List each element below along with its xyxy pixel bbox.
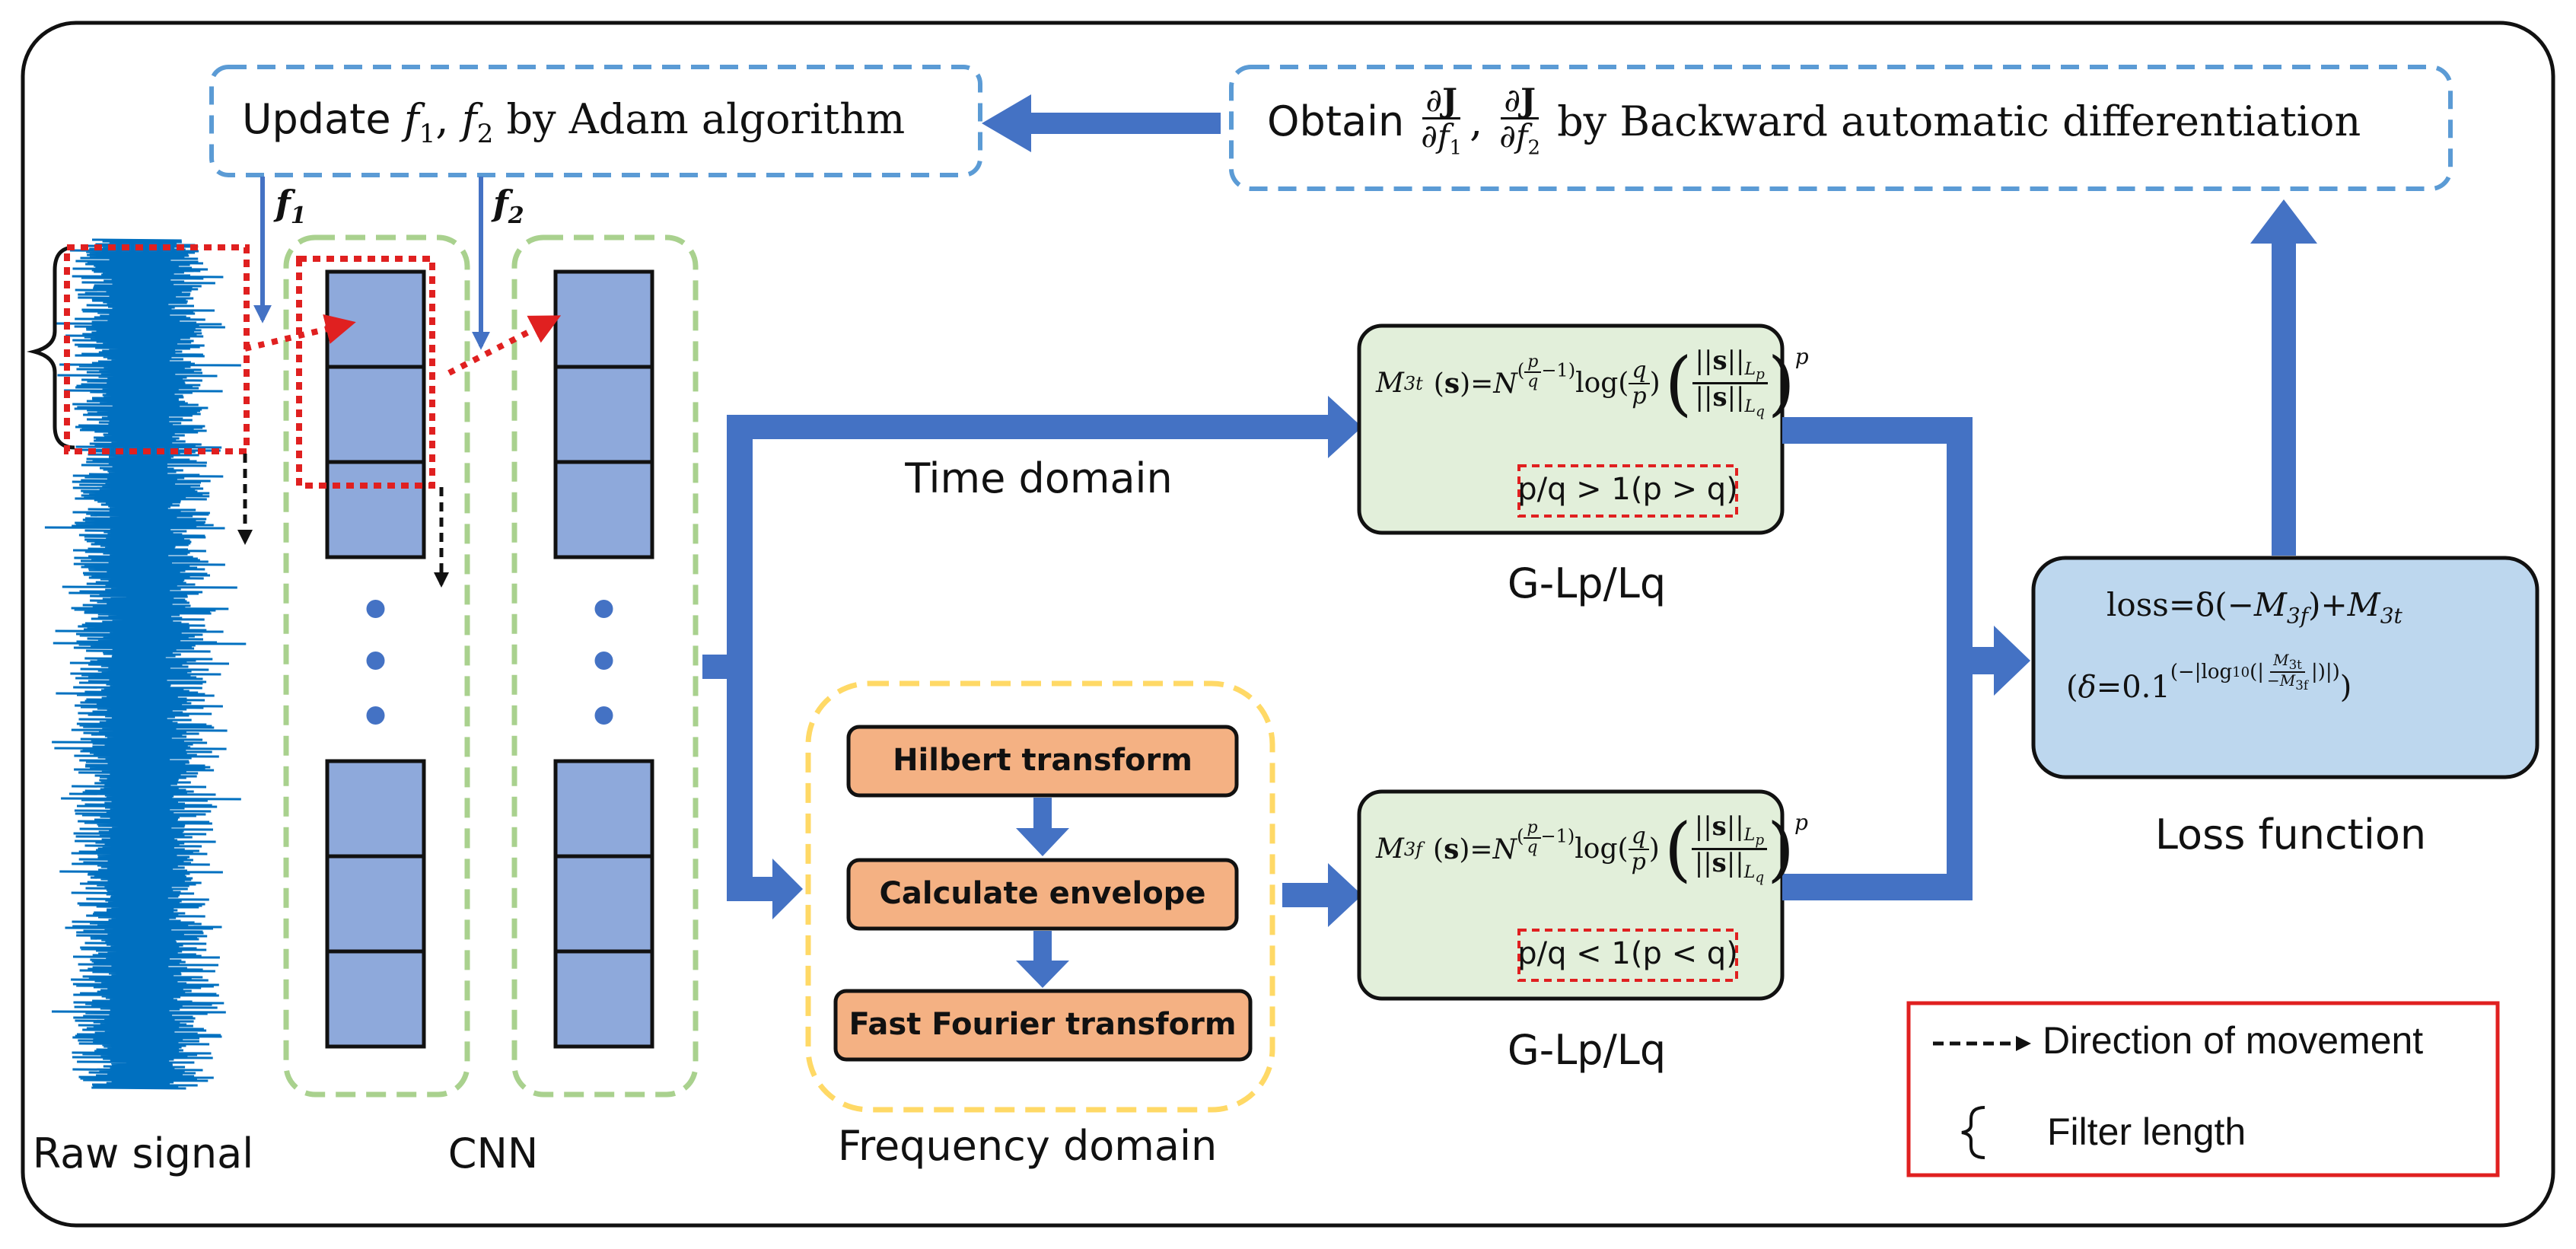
dj-df2-fraction: ∂J ∂f2 [1499,81,1541,160]
cnn-column-2-cell [553,854,654,954]
frequency-domain-caption: Frequency domain [837,1122,1218,1170]
cnn-column-2-cell [553,949,654,1049]
time-condition: p/q > 1(p > q) [1517,472,1738,507]
loss-formula: loss=δ(−M3f)+M3t [2106,586,2402,629]
update-suffix: by Adam algorithm [506,95,906,143]
arrow-envelope-to-fft [1016,931,1069,988]
hilbert-box [846,725,1239,798]
cnn-window [296,256,435,489]
cnn-column-2-cell [553,365,654,464]
envelope-label: Calculate envelope [879,876,1206,911]
fft-label: Fast Fourier transform [849,1007,1237,1042]
dj-df1-fraction: ∂J ∂f1 [1421,81,1463,160]
obtain-label: Obtain ∂J ∂f1 , ∂J ∂f2 by Backward autom… [1267,81,2361,160]
obtain-prefix: Obtain [1267,97,1405,145]
hilbert-label: Hilbert transform [893,743,1192,778]
cnn-f1-label: f1 [275,183,307,230]
arrow-to-frequency-box [727,859,803,919]
cnn-f2-label: f2 [493,183,524,230]
legend-box [1906,1001,2500,1177]
legend-bracket-icon [1961,1106,1985,1159]
cnn-column-1-cell [325,854,426,954]
red-arrow-signal-to-cnn [244,314,356,352]
time-domain-caption: Time domain [905,454,1173,502]
freq-condition: p/q < 1(p < q) [1517,936,1738,971]
update-prefix: Update [242,95,391,143]
cnn-column-2-cell [553,759,654,859]
loss-box [2031,556,2539,779]
split-vertical [727,415,753,900]
raw-signal-waveform [44,238,247,1090]
cnn-column-1-ellipsis-dot [366,706,385,725]
obtain-box [1229,65,2453,191]
cnn-column-2-ellipsis-dot [594,600,613,618]
f2-symbol: f2 [461,95,494,149]
legend-filter-label: Filter length [2047,1110,2246,1153]
arrow-to-time-formula [727,396,1362,458]
cnn-column-2-ellipsis-dot [594,706,613,725]
update-label: Update f1, f2 by Adam algorithm [242,95,906,149]
cnn-column-1-ellipsis-dot [366,600,385,618]
legend-direction-label: Direction of movement [2043,1019,2424,1062]
freq-cond-box [1517,929,1738,982]
update-box [209,65,982,177]
glp-bottom-caption: G-Lp/Lq [1507,1026,1667,1074]
cnn-column-1-cell [325,365,426,464]
merge-connector [1782,417,1973,900]
arrow-to-freq-formula [1282,863,1362,927]
time-cond-box [1517,464,1738,518]
cnn-column-2-cell [553,460,654,559]
raw-signal-caption: Raw signal [32,1130,254,1177]
arrow-obtain-to-update [982,94,1221,152]
filter-bracket [27,245,75,450]
arrow-to-loss [1947,626,2030,696]
red-arrow-cnn-to-cnn [447,315,562,376]
fft-box [833,989,1253,1062]
cnn-column-1-cell [325,949,426,1049]
cnn-column-2-ellipsis-dot [594,652,613,670]
arrow-loss-to-obtain [2250,199,2317,556]
envelope-box [846,858,1239,931]
glp-top-caption: G-Lp/Lq [1507,559,1667,607]
cnn-column-1-cell [325,460,426,559]
signal-core [126,240,160,1088]
obtain-suffix: by Backward automatic differentiation [1557,97,2361,145]
arrow-hilbert-to-envelope [1016,798,1069,856]
cnn-column-1-cell [325,759,426,859]
f1-symbol: f1 [403,95,436,149]
cnn-column-1-ellipsis-dot [366,652,385,670]
cnn-caption: CNN [447,1130,539,1177]
loss-function-caption: Loss function [2154,811,2427,859]
